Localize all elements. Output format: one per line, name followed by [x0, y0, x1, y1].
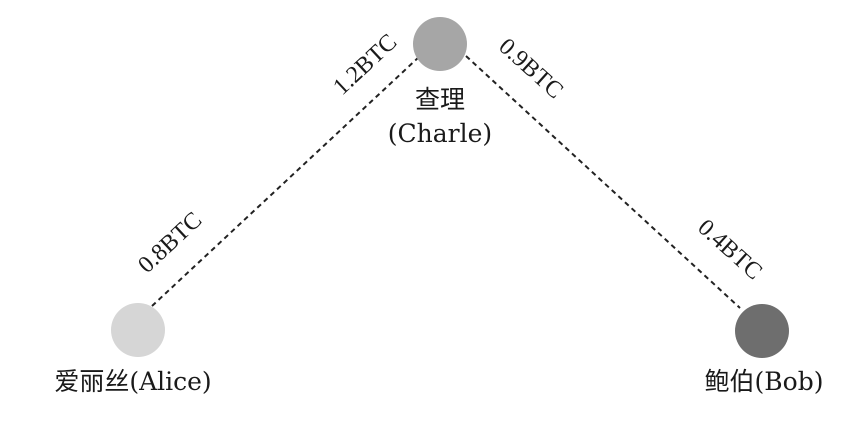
edge-label-charlie-bob-near-bob: 0.4BTC: [692, 214, 766, 285]
node-charlie: [413, 17, 467, 71]
node-label-bob: 鲍伯(Bob): [705, 367, 824, 396]
edge-label-alice-charlie-near-alice: 0.8BTC: [133, 207, 207, 278]
node-bob: [735, 304, 789, 358]
edge-charlie-bob: [465, 55, 741, 309]
edge-label-alice-charlie-near-charlie: 1.2BTC: [328, 29, 402, 100]
edge-label-charlie-bob-near-charlie: 0.9BTC: [493, 33, 567, 104]
node-label-charlie-alias: (Charle): [388, 119, 492, 148]
node-label-alice: 爱丽丝(Alice): [54, 367, 211, 396]
node-label-charlie-name: 查理: [415, 85, 465, 114]
node-alice: [111, 303, 165, 357]
edge-alice-charlie: [151, 55, 421, 307]
